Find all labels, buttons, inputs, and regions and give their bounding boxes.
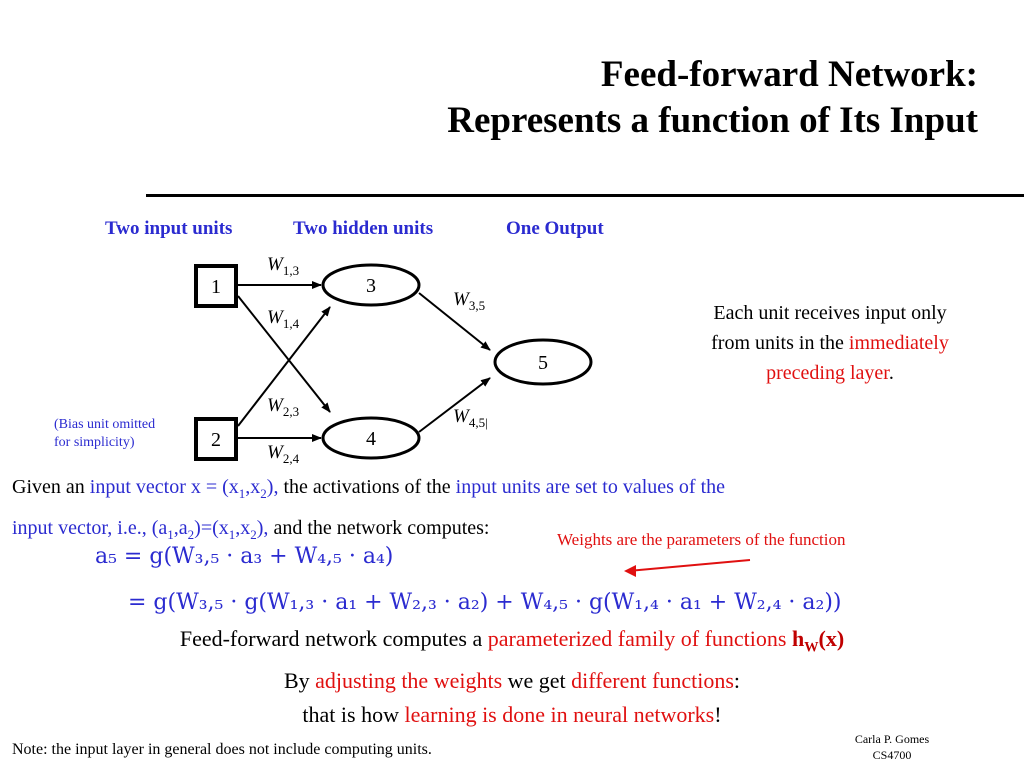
header-output: One Output: [506, 218, 604, 239]
author-credit: Carla P. Gomes CS4700: [842, 731, 942, 763]
credit-author: Carla P. Gomes: [854, 732, 930, 746]
node-label-2: 2: [211, 429, 221, 451]
edge-3-5: [418, 292, 491, 351]
bias-note-line-2: for simplicity): [54, 435, 135, 450]
bias-note: (Bias unit omitted for simplicity): [54, 416, 155, 452]
edge-2-3: [237, 306, 331, 427]
weight-label-w45: W4,5|: [453, 406, 488, 430]
weight-label-w35: W3,5: [453, 289, 485, 313]
input-node-2: [194, 417, 238, 461]
hidden-node-3: [321, 263, 421, 307]
summary-line-3: that is how learning is done in neural n…: [302, 702, 722, 728]
equation-line-1: a₅ = g(W₃,₅ · a₃ + W₄,₅ · a₄): [95, 544, 394, 569]
paragraph-line-2: input vector, i.e., (a1,a2)=(x1,x2), and…: [12, 517, 490, 542]
weight-label-w23: W2,3: [267, 395, 299, 419]
summary: Feed-forward network computes a paramete…: [0, 622, 1024, 732]
slide-title: Feed-forward Network: Represents a funct…: [447, 52, 978, 144]
node-label-1: 1: [211, 276, 221, 298]
hidden-node-4: [321, 416, 421, 460]
title-underline: [146, 194, 1024, 197]
weights-note: Weights are the parameters of the functi…: [557, 530, 846, 549]
weight-label-w14: W1,4: [267, 307, 300, 331]
paragraph-line-1: Given an input vector x = (x1,x2), the a…: [12, 476, 726, 501]
header-input-units: Two input units: [105, 218, 233, 239]
side-note-line-1: Each unit receives input only: [713, 302, 947, 324]
summary-line-1: Feed-forward network computes a paramete…: [179, 626, 845, 656]
equation: a₅ = g(W₃,₅ · a₃ + W₄,₅ · a₄) = g(W₃,₅ ·…: [95, 534, 842, 626]
output-node-5: [493, 338, 593, 386]
side-note: Each unit receives input only from units…: [660, 298, 1000, 388]
weights-pointer-arrow: [627, 559, 751, 572]
credit-course: CS4700: [872, 748, 912, 762]
side-note-line-3: preceding layer.: [766, 362, 894, 384]
header-hidden-units: Two hidden units: [293, 218, 434, 239]
node-label-3: 3: [366, 275, 376, 297]
footnote: Note: the input layer in general does no…: [12, 741, 432, 758]
weights-pointer-arrowhead: [624, 565, 636, 577]
side-note-line-2: from units in the immediately: [711, 332, 949, 354]
bias-note-line-1: (Bias unit omitted: [54, 417, 156, 432]
edge-4-5: [418, 377, 491, 433]
activation-paragraph: Given an input vector x = (x1,x2), the a…: [12, 470, 1012, 552]
weight-label-w13: W1,3: [267, 254, 299, 278]
weight-label-w24: W2,4: [267, 442, 300, 466]
equation-line-2: = g(W₃,₅ · g(W₁,₃ · a₁ + W₂,₃ · a₂) + W₄…: [128, 590, 842, 615]
summary-line-2: By adjusting the weights we get differen…: [283, 668, 741, 694]
input-node-1: [194, 264, 238, 308]
node-label-4: 4: [366, 428, 376, 450]
title-line-1: Feed-forward Network:: [600, 54, 978, 95]
edge-1-4: [237, 295, 331, 413]
node-label-5: 5: [538, 352, 548, 374]
title-line-2: Represents a function of Its Input: [447, 100, 978, 141]
